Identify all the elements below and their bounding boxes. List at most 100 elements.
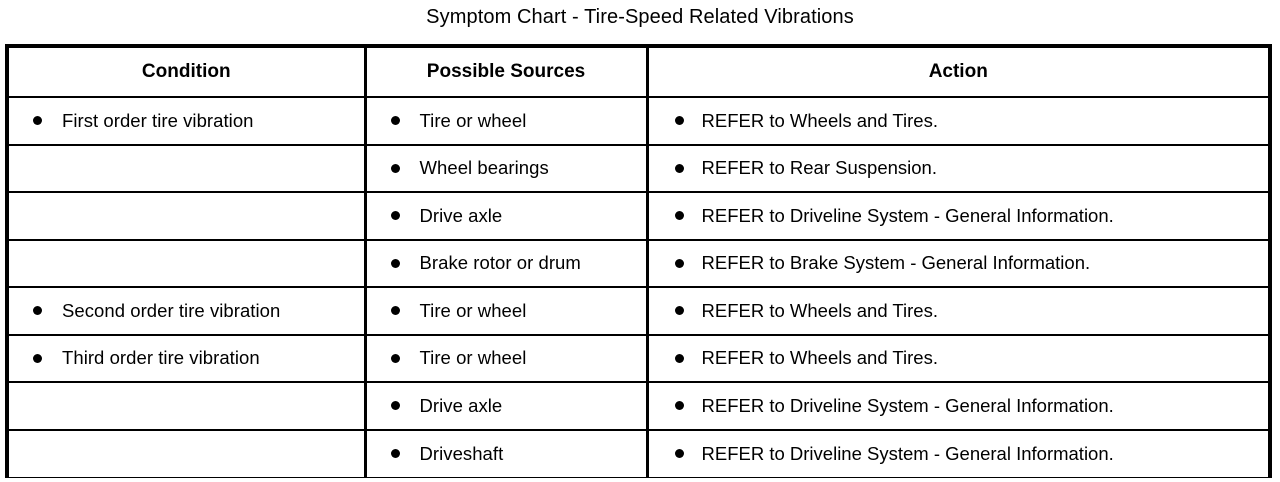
cell-action-content: REFER to Wheels and Tires. — [649, 98, 1269, 144]
cell-possible-source: Drive axle — [365, 192, 649, 241]
bullet-dot-icon — [674, 353, 684, 363]
table-row: Brake rotor or drum REFER to Brake System… — [9, 239, 1269, 288]
cell-possible-source-label: Drive axle — [419, 394, 503, 416]
cell-condition-empty — [9, 193, 364, 239]
column-header-action: Action — [647, 48, 1268, 98]
bullet-dot-icon — [674, 401, 684, 411]
cell-condition — [9, 192, 367, 241]
cell-possible-source: Drive axle — [365, 382, 649, 431]
table-header-row: Condition Possible Sources Action — [9, 48, 1268, 98]
cell-possible-source-content: Driveshaft — [367, 431, 646, 478]
cell-possible-source-label: Tire or wheel — [419, 109, 527, 131]
cell-possible-source: Tire or wheel — [365, 97, 649, 146]
cell-possible-source-label: Tire or wheel — [419, 299, 527, 321]
cell-possible-source: Tire or wheel — [365, 287, 649, 336]
cell-action-content: REFER to Rear Suspension. — [649, 146, 1269, 192]
bullet-dot-icon — [390, 449, 400, 459]
cell-action-label: REFER to Wheels and Tires. — [701, 347, 938, 369]
bullet-dot-icon — [33, 353, 42, 363]
cell-condition — [9, 382, 367, 431]
cell-possible-source-label: Wheel bearings — [419, 157, 549, 179]
cell-action: REFER to Wheels and Tires. — [647, 97, 1269, 146]
cell-possible-source: Brake rotor or drum — [365, 239, 649, 288]
cell-possible-source: Driveshaft — [365, 429, 649, 478]
cell-possible-source-content: Tire or wheel — [367, 336, 646, 382]
cell-possible-source-label: Tire or wheel — [419, 347, 527, 369]
cell-possible-source-content: Brake rotor or drum — [367, 241, 646, 287]
column-header-action-label: Action — [928, 61, 988, 82]
bullet-dot-icon — [390, 211, 400, 221]
cell-action: REFER to Rear Suspension. — [647, 144, 1269, 193]
cell-possible-source-label: Drive axle — [419, 204, 503, 226]
cell-action-label: REFER to Wheels and Tires. — [701, 109, 938, 131]
cell-condition-label: Third order tire vibration — [62, 347, 260, 369]
table-header: Condition Possible Sources Action — [9, 48, 1268, 98]
bullet-dot-icon — [674, 306, 684, 316]
cell-condition-label: Second order tire vibration — [62, 299, 281, 321]
cell-action-content: REFER to Wheels and Tires. — [649, 288, 1269, 334]
bullet-dot-icon — [33, 116, 42, 126]
table-row: Second order tire vibration Tire or wheel… — [9, 287, 1269, 336]
cell-action: REFER to Driveline System - General Info… — [647, 429, 1269, 478]
bullet-dot-icon — [674, 163, 684, 173]
cell-action: REFER to Driveline System - General Info… — [647, 192, 1269, 241]
cell-condition-content: Second order tire vibration — [9, 288, 364, 334]
cell-action-label: REFER to Rear Suspension. — [701, 157, 937, 179]
table-row: Driveshaft REFER to Driveline System - Ge… — [9, 429, 1269, 478]
column-header-condition-label: Condition — [141, 61, 231, 82]
table-row: Wheel bearings REFER to Rear Suspension. — [9, 144, 1269, 193]
cell-action: REFER to Wheels and Tires. — [647, 287, 1269, 336]
cell-possible-source-content: Tire or wheel — [367, 288, 646, 334]
bullet-dot-icon — [674, 449, 684, 459]
column-header-condition: Condition — [9, 48, 367, 98]
bullet-dot-icon — [674, 116, 684, 126]
cell-possible-source-content: Tire or wheel — [367, 98, 646, 144]
symptom-table-container: Condition Possible Sources Action First … — [5, 44, 1272, 478]
bullet-dot-icon — [674, 211, 684, 221]
cell-action-label: REFER to Wheels and Tires. — [701, 299, 938, 321]
cell-action-label: REFER to Driveline System - General Info… — [701, 204, 1114, 226]
cell-action-content: REFER to Wheels and Tires. — [649, 336, 1269, 382]
page-title: Symptom Chart - Tire-Speed Related Vibra… — [426, 6, 854, 28]
cell-action: REFER to Driveline System - General Info… — [647, 382, 1269, 431]
cell-condition-empty — [9, 431, 364, 478]
cell-action-content: REFER to Driveline System - General Info… — [649, 193, 1269, 239]
symptom-table: Condition Possible Sources Action First … — [9, 48, 1268, 477]
cell-condition-empty — [9, 146, 364, 192]
table-row: Drive axle REFER to Driveline System - Ge… — [9, 382, 1269, 431]
cell-condition-content: First order tire vibration — [9, 98, 364, 144]
cell-condition-label: First order tire vibration — [62, 109, 254, 131]
table-row: Third order tire vibration Tire or wheel R… — [9, 334, 1269, 383]
cell-possible-source-label: Brake rotor or drum — [419, 252, 581, 274]
cell-action-content: REFER to Driveline System - General Info… — [649, 431, 1269, 478]
cell-condition — [9, 429, 367, 478]
cell-condition-empty — [9, 383, 364, 429]
cell-action: REFER to Brake System - General Informat… — [647, 239, 1269, 288]
cell-condition — [9, 239, 367, 288]
cell-possible-source-content: Wheel bearings — [367, 146, 646, 192]
cell-condition-content: Third order tire vibration — [9, 336, 364, 382]
cell-condition: Third order tire vibration — [9, 334, 367, 383]
cell-possible-source-content: Drive axle — [367, 193, 646, 239]
table-row: Drive axle REFER to Driveline System - Ge… — [9, 192, 1269, 241]
cell-action-label: REFER to Driveline System - General Info… — [701, 394, 1114, 416]
cell-possible-source: Wheel bearings — [365, 144, 649, 193]
cell-possible-source: Tire or wheel — [365, 334, 649, 383]
cell-action-content: REFER to Driveline System - General Info… — [649, 383, 1269, 429]
column-header-possible-sources: Possible Sources — [365, 48, 649, 98]
bullet-dot-icon — [390, 306, 400, 316]
cell-possible-source-content: Drive axle — [367, 383, 646, 429]
cell-condition: First order tire vibration — [9, 97, 367, 146]
table-row: First order tire vibration Tire or wheel R… — [9, 97, 1269, 146]
cell-action-content: REFER to Brake System - General Informat… — [649, 241, 1269, 287]
bullet-dot-icon — [390, 163, 400, 173]
cell-action-label: REFER to Brake System - General Informat… — [701, 252, 1091, 274]
bullet-dot-icon — [390, 353, 400, 363]
cell-action: REFER to Wheels and Tires. — [647, 334, 1269, 383]
bullet-dot-icon — [33, 306, 42, 316]
cell-possible-source-label: Driveshaft — [419, 442, 504, 464]
bullet-dot-icon — [390, 258, 400, 268]
column-header-possible-sources-label: Possible Sources — [426, 61, 586, 82]
bullet-dot-icon — [674, 258, 684, 268]
